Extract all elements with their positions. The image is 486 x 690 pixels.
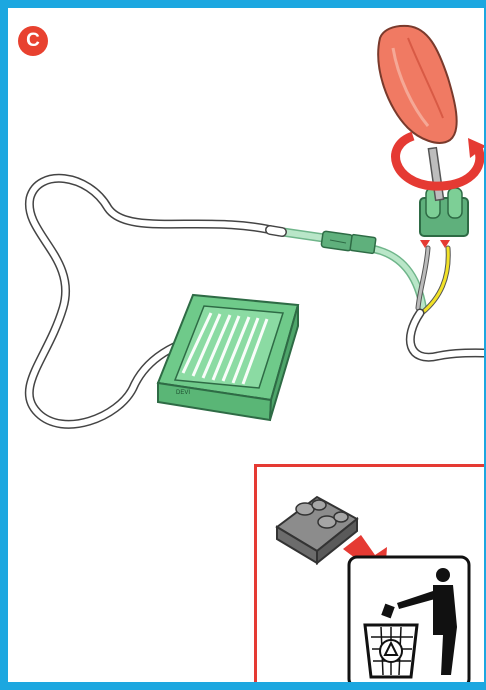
instruction-panel: C — [8, 8, 484, 682]
sensor-device: DEVI — [158, 295, 298, 420]
dispose-bin-icon — [349, 557, 469, 682]
cable-connector — [321, 231, 376, 254]
terminal-block-icon — [277, 497, 357, 563]
device-brand: DEVI — [176, 390, 190, 396]
recycle-icon — [380, 640, 402, 662]
screwdriver-icon — [378, 26, 456, 200]
disposal-notice — [254, 464, 484, 682]
